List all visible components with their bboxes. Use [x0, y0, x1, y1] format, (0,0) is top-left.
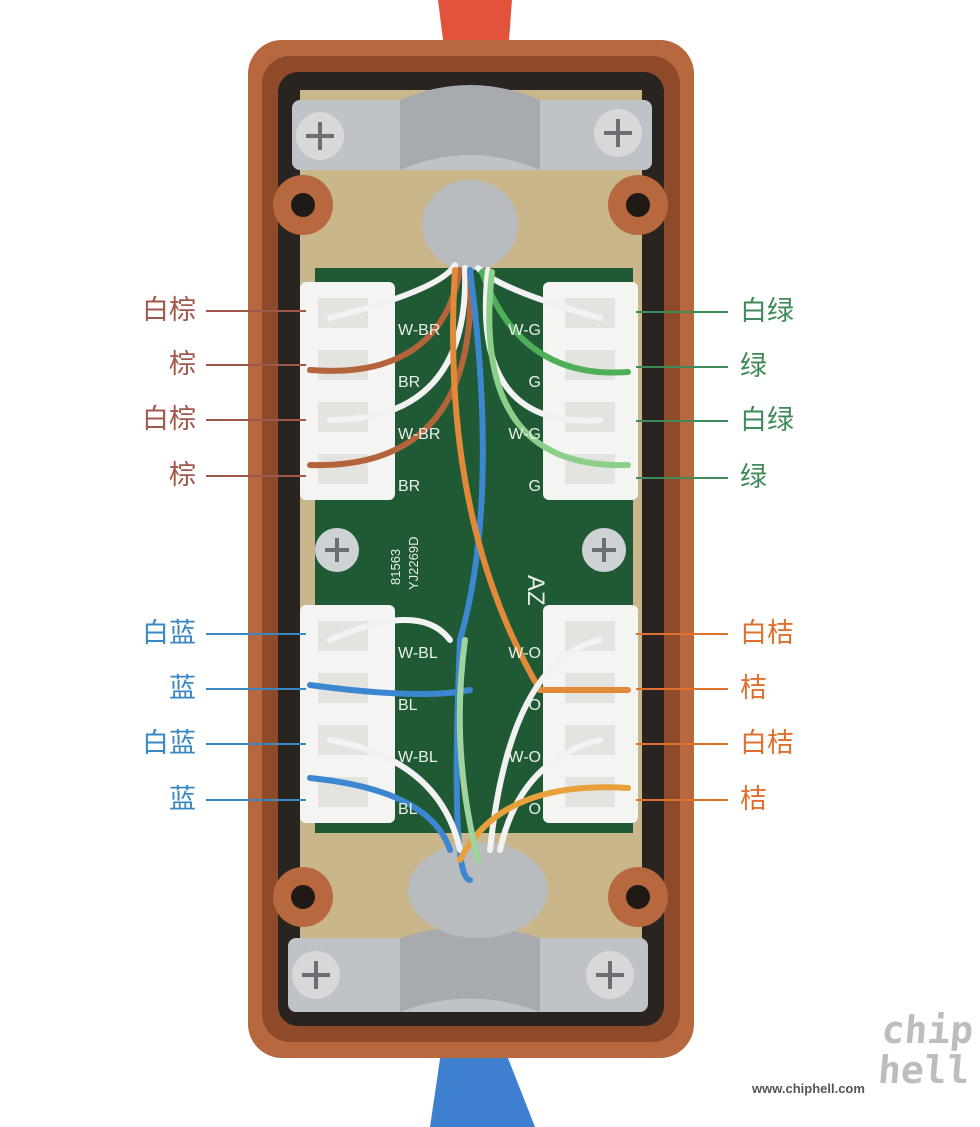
pin-label: BL [398, 801, 418, 818]
mount-post [273, 175, 668, 927]
leader-left-1 [206, 310, 306, 312]
pin-label: W-BL [398, 749, 438, 766]
bottom-clamp [288, 926, 648, 1012]
label-right-5: 白桔 [740, 618, 794, 649]
leader-right-3 [636, 420, 728, 422]
label-left-5: 白蓝 [142, 618, 196, 649]
board-mark: AZ [522, 575, 549, 606]
leader-right-4 [636, 477, 728, 479]
label-right-4: 绿 [740, 462, 767, 493]
leader-right-5 [636, 633, 728, 635]
label-left-4: 棕 [169, 460, 196, 491]
label-right-3: 白绿 [740, 405, 794, 436]
pin-label: G [529, 478, 541, 495]
board-code-1: 81563 [388, 549, 403, 585]
label-left-6: 蓝 [169, 673, 196, 704]
wires [307, 262, 631, 883]
terminal-block-bl [300, 605, 395, 823]
pin-label: O [529, 801, 541, 818]
leader-right-8 [636, 799, 728, 801]
pin-label: BR [398, 374, 420, 391]
label-right-6: 桔 [740, 673, 767, 704]
pin-label: W-G [508, 426, 541, 443]
leader-left-7 [206, 743, 306, 745]
pin-label: G [529, 374, 541, 391]
label-left-8: 蓝 [169, 784, 196, 815]
label-left-3: 白棕 [142, 404, 196, 435]
board-code-2: YJ2269D [406, 537, 421, 590]
pin-label: BL [398, 697, 418, 714]
pin-label: W-BL [398, 645, 438, 662]
chiphell-logo: chip hell [876, 1008, 976, 1092]
label-left-7: 白蓝 [142, 728, 196, 759]
leader-left-2 [206, 364, 306, 366]
leader-right-7 [636, 743, 728, 745]
leader-left-8 [206, 799, 306, 801]
label-left-1: 白棕 [142, 295, 196, 326]
leader-left-3 [206, 419, 306, 421]
label-right-1: 白绿 [740, 296, 794, 327]
terminal-block-tl [300, 282, 395, 500]
pin-label: W-O [508, 645, 541, 662]
leader-right-6 [636, 688, 728, 690]
watermark-url: www.chiphell.com [752, 1081, 865, 1096]
pin-label: W-G [508, 322, 541, 339]
leader-right-2 [636, 366, 728, 368]
top-clamp [292, 85, 652, 170]
label-left-2: 棕 [169, 349, 196, 380]
leader-right-1 [636, 311, 728, 313]
label-right-7: 白桔 [740, 728, 794, 759]
leader-left-4 [206, 475, 306, 477]
leader-left-5 [206, 633, 306, 635]
pin-label: W-O [508, 749, 541, 766]
pin-label: O [529, 697, 541, 714]
label-right-8: 桔 [740, 784, 767, 815]
pin-label: W-BR [398, 426, 440, 443]
leader-left-6 [206, 688, 306, 690]
label-right-2: 绿 [740, 351, 767, 382]
pin-label: BR [398, 478, 420, 495]
pin-label: W-BR [398, 322, 440, 339]
